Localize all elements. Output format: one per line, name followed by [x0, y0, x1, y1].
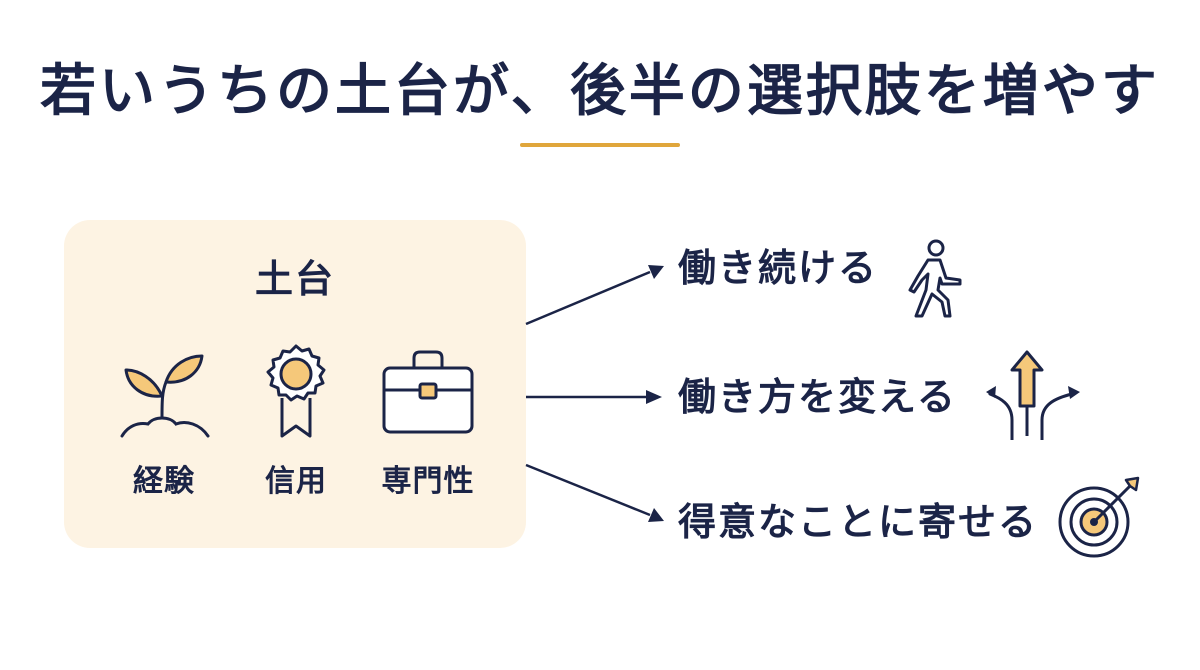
- pillar-label-expertise: 専門性: [381, 464, 475, 499]
- sprout-icon: [120, 354, 210, 438]
- target-icon: [1058, 476, 1140, 558]
- walking-person-icon: [908, 239, 962, 318]
- arrowhead-3: [648, 508, 664, 522]
- foundation-box: 土台 経験 信用 専門性: [64, 220, 526, 548]
- option-keep-working: 働き続ける: [678, 246, 879, 290]
- foundation-title: 土台: [254, 257, 335, 301]
- option-change-style: 働き方を変える: [678, 375, 957, 419]
- pillar-label-experience: 経験: [133, 464, 195, 499]
- briefcase-icon: [382, 350, 474, 434]
- arrow-line-1: [525, 270, 651, 326]
- pillar-experience: 経験: [94, 340, 234, 502]
- pillar-expertise: 専門性: [358, 340, 498, 502]
- pillar-trust: 信用: [226, 340, 366, 502]
- award-ribbon-icon: [266, 344, 326, 438]
- page-title: 若いうちの土台が、後半の選択肢を増やす: [40, 59, 1160, 124]
- branching-arrows-icon: [986, 350, 1080, 440]
- title-underline: [520, 143, 680, 147]
- arrowhead-2: [646, 390, 662, 404]
- arrowhead-1: [648, 265, 664, 279]
- option-focus-strengths: 得意なことに寄せる: [678, 500, 1039, 544]
- arrow-line-3: [525, 463, 651, 517]
- pillar-label-trust: 信用: [265, 464, 327, 499]
